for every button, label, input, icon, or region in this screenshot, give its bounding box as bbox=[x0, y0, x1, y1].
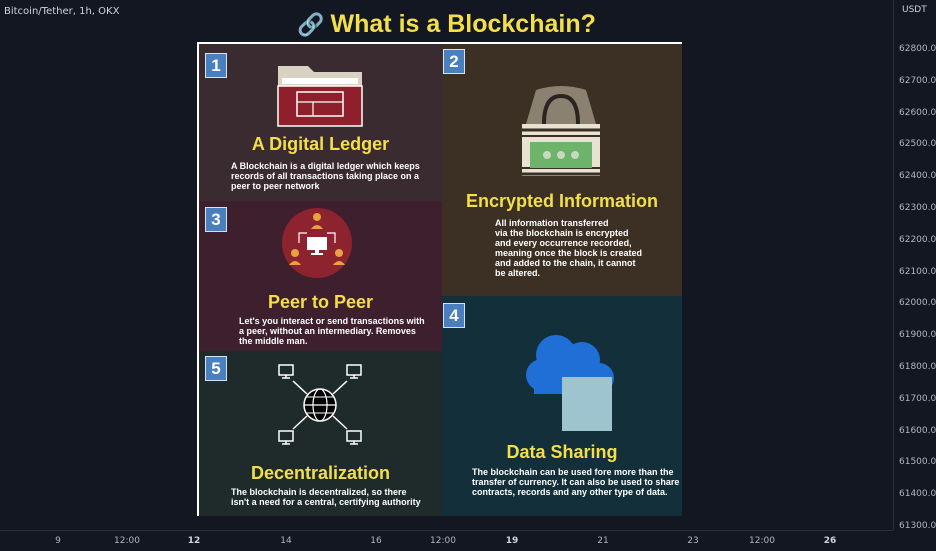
panel-description: The blockchain is decentralized, so ther… bbox=[231, 487, 421, 507]
panel-title: A Digital Ledger bbox=[251, 134, 390, 154]
headline: 🔗What is a Blockchain? bbox=[0, 10, 893, 39]
price-tick-label: 61600.0 bbox=[899, 425, 936, 436]
price-tick-label: 61400.0 bbox=[899, 489, 936, 500]
globe-network-icon bbox=[278, 364, 362, 445]
panel-number: 5 bbox=[205, 356, 227, 381]
currency-label: USDT bbox=[902, 5, 927, 15]
folder-icon bbox=[277, 66, 363, 127]
time-tick-label: 26 bbox=[823, 536, 837, 546]
panel-number: 1 bbox=[205, 53, 227, 78]
price-tick-label: 62400.0 bbox=[899, 171, 936, 182]
panel-encrypted-information: 2 Encrypted Information All information … bbox=[442, 44, 682, 296]
time-tick-label: 12:00 bbox=[749, 536, 775, 546]
time-tick-label: 16 bbox=[370, 536, 382, 546]
link-icon: 🔗 bbox=[297, 12, 325, 37]
price-tick-label: 61700.0 bbox=[899, 393, 936, 404]
price-tick-label: 62700.0 bbox=[899, 75, 936, 86]
symbol-label[interactable]: Bitcoin/Tether, 1h, OKX bbox=[4, 6, 120, 17]
price-tick-label: 62300.0 bbox=[899, 203, 936, 213]
time-tick-label: 12:00 bbox=[114, 536, 140, 546]
panel-title: Data Sharing bbox=[506, 442, 618, 462]
panel-peer-to-peer: 3 Peer to Peer Let's you interact or sen… bbox=[199, 201, 442, 351]
time-tick-label: 21 bbox=[597, 536, 609, 546]
price-tick-label: 62500.0 bbox=[899, 139, 936, 150]
panel-digital-ledger: 1 A Digital Ledger A Blockchain is a dig… bbox=[199, 44, 442, 201]
lock-icon bbox=[522, 86, 600, 176]
time-tick-label: 9 bbox=[55, 536, 61, 546]
panel-description: A Blockchain is a digital ledger which k… bbox=[231, 161, 420, 191]
panel-title: Decentralization bbox=[250, 463, 391, 483]
price-tick-label: 62600.0 bbox=[899, 107, 936, 118]
panel-description: Let's you interact or send transactions … bbox=[239, 316, 425, 346]
price-tick-label: 62100.0 bbox=[899, 266, 936, 277]
price-tick-label: 61500.0 bbox=[899, 457, 936, 468]
price-tick-label: 61800.0 bbox=[899, 362, 936, 372]
price-tick-label: 61900.0 bbox=[899, 330, 936, 341]
time-tick-label: 14 bbox=[280, 536, 292, 546]
panel-data-sharing: 4 Data Sharing The blockchain can be use… bbox=[442, 296, 682, 516]
panel-title: Encrypted Information bbox=[465, 191, 658, 211]
panel-number: 3 bbox=[205, 207, 227, 232]
blockchain-infographic: 1 A Digital Ledger A Blockchain is a dig… bbox=[197, 42, 682, 516]
panel-description: The blockchain can be used fore more tha… bbox=[472, 467, 680, 497]
time-axis[interactable]: 9 12:00 12 14 16 12:00 19 21 23 12:00 26 bbox=[0, 530, 893, 551]
panel-number: 4 bbox=[443, 303, 465, 328]
headline-text: What is a Blockchain? bbox=[330, 10, 596, 38]
panel-decentralization: 5 Decentralization The blockchain is dec… bbox=[199, 351, 442, 516]
price-tick-label: 62800.0 bbox=[899, 44, 936, 54]
price-tick-label: 61300.0 bbox=[899, 521, 936, 531]
time-tick-label: 12 bbox=[187, 536, 201, 546]
panel-description: All information transferred via the bloc… bbox=[495, 218, 643, 278]
price-tick-label: 62000.0 bbox=[899, 298, 936, 309]
network-peers-icon bbox=[282, 208, 352, 278]
cloud-file-icon bbox=[526, 335, 614, 431]
price-tick-label: 62200.0 bbox=[899, 234, 936, 245]
time-tick-label: 19 bbox=[505, 536, 519, 546]
price-axis[interactable]: USDT 62800.0 62700.0 62600.0 62500.0 62400.0… bbox=[893, 0, 936, 531]
time-tick-label: 23 bbox=[687, 536, 699, 546]
time-tick-label: 12:00 bbox=[430, 536, 456, 546]
panel-number: 2 bbox=[443, 49, 465, 74]
panel-title: Peer to Peer bbox=[267, 292, 374, 312]
